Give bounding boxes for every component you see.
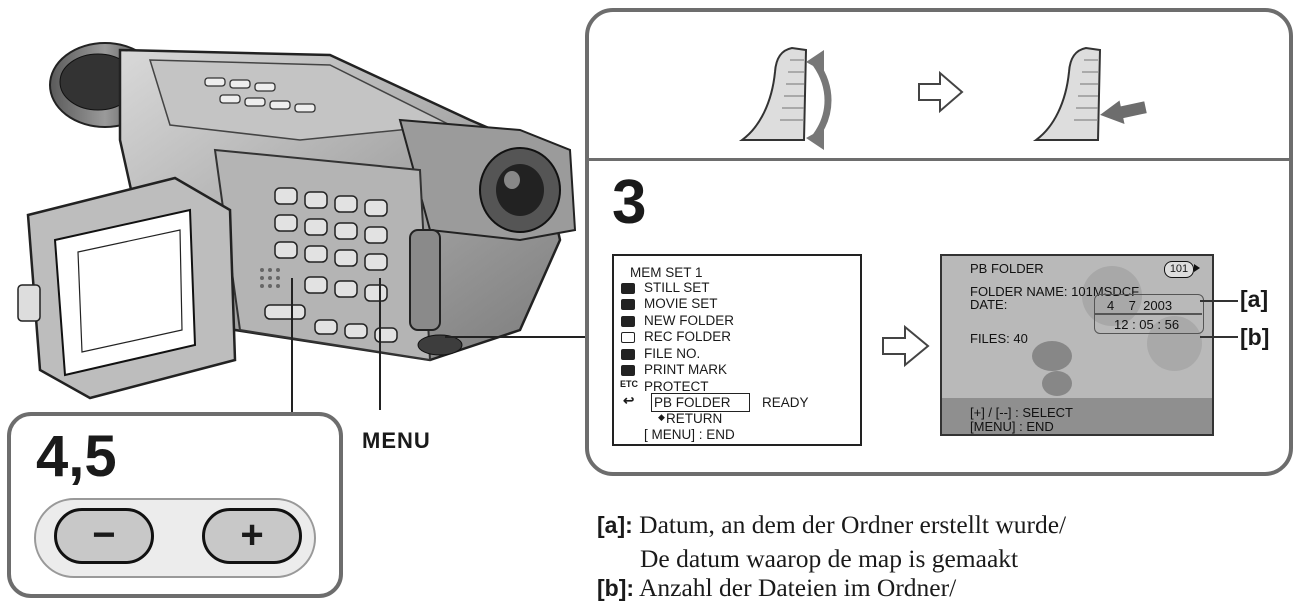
callout-a: [a] <box>1240 286 1269 312</box>
fireworks-image <box>1082 266 1142 326</box>
caption-a-text: Datum, an dem der Ordner erstellt wurde/ <box>639 510 1067 539</box>
plus-button[interactable]: + <box>202 508 302 564</box>
caption-a-line2: De datum waarop de map is gemaakt <box>640 544 1019 573</box>
arrow-right-icon <box>882 324 930 368</box>
movie-set-icon <box>621 299 635 310</box>
menu-item-return: RETURN <box>666 411 723 426</box>
caption-a-line1: [a]: Datum, an dem der Ordner erstellt w… <box>597 512 1066 538</box>
caption-b-line1: [b]: Anzahl der Dateien im Ordner/ <box>597 575 956 601</box>
menu-item-rec-folder: REC FOLDER <box>644 329 732 344</box>
files-count: FILES: 40 <box>970 331 1028 346</box>
control-dial-turn-icon <box>738 46 832 150</box>
next-arrow-icon <box>1194 264 1200 272</box>
menu-item-print-mark: PRINT MARK <box>644 362 728 377</box>
new-folder-icon <box>621 316 635 327</box>
fireworks-image <box>1147 316 1202 371</box>
arrow-right-icon <box>918 70 964 114</box>
print-mark-icon <box>621 365 635 376</box>
time-value: 12 : 05 : 56 <box>1114 317 1180 332</box>
lcd-screen: PB FOLDER 101 FOLDER NAME: 101MSDCF DATE… <box>940 254 1214 436</box>
minus-button[interactable]: − <box>54 508 154 564</box>
date-time-divider <box>1094 313 1202 315</box>
control-dial-press-icon <box>1032 46 1147 141</box>
end-hint: [MENU] : END <box>970 419 1054 434</box>
menu-item-movie-set: MOVIE SET <box>644 296 718 311</box>
menu-item-still-set: STILL SET <box>644 280 710 295</box>
step-number-3: 3 <box>612 168 647 237</box>
caption-a-tag: [a]: <box>597 512 633 538</box>
return-arrow-icon: ↩ <box>623 393 635 408</box>
file-no-icon <box>621 349 635 360</box>
menu-button-label: MENU <box>362 428 431 453</box>
menu-item-protect: PROTECT <box>644 379 709 394</box>
fireworks-image <box>1042 371 1072 396</box>
callout-a-leader <box>1200 300 1238 302</box>
date-label: DATE: <box>970 297 1008 312</box>
menu-title: MEM SET 1 <box>630 265 703 280</box>
folder-number-badge: 101 <box>1164 261 1194 278</box>
select-hint: [+] / [--] : SELECT <box>970 405 1073 420</box>
lcd-hint-bar <box>942 398 1212 434</box>
fireworks-image <box>1032 341 1072 371</box>
menu-item-new-folder: NEW FOLDER <box>644 313 735 328</box>
caption-b-tag: [b]: <box>597 575 635 601</box>
date-value: 4 7 2003 <box>1107 298 1173 313</box>
menu-end-hint: [ MENU] : END <box>644 427 735 442</box>
menu-screen: MEM SET 1 STILL SET MOVIE SET NEW FOLDER… <box>612 254 862 446</box>
step-number-4-5: 4,5 <box>36 424 117 489</box>
caption-b-text: Anzahl der Dateien im Ordner/ <box>639 573 957 602</box>
callout-b-leader <box>1200 336 1238 338</box>
return-bullet-icon: ◆ <box>658 412 665 422</box>
callout-b: [b] <box>1240 324 1270 350</box>
menu-item-ready: READY <box>762 395 809 410</box>
menu-item-pb-folder: PB FOLDER <box>654 395 731 410</box>
lcd-title: PB FOLDER <box>970 261 1044 276</box>
etc-icon: ETC <box>620 379 638 389</box>
rec-folder-icon <box>621 332 635 343</box>
still-set-icon <box>621 283 635 294</box>
menu-item-file-no: FILE NO. <box>644 346 701 361</box>
pb-folder-highlight <box>651 393 750 412</box>
panel-divider <box>589 158 1289 161</box>
camcorder-illustration <box>17 42 588 412</box>
